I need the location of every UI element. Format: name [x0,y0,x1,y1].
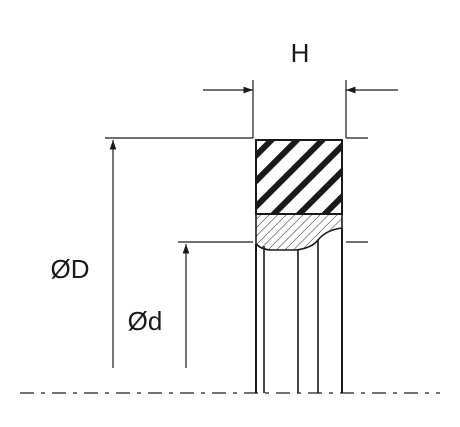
housing-walls [255,228,343,393]
energizer-ring [255,139,343,215]
outer-diameter-label: ØD [51,254,90,284]
width-label: H [291,38,310,68]
outer-diameter-dimension: ØD [51,137,368,368]
seal-lip [255,213,343,251]
inner-diameter-dimension: Ød [128,241,368,368]
energizer-hatch [256,140,342,214]
lip-outline [255,213,343,251]
inner-diameter-label: Ød [128,306,163,336]
width-dimension: H [203,38,398,138]
lip-hatch [256,214,342,250]
